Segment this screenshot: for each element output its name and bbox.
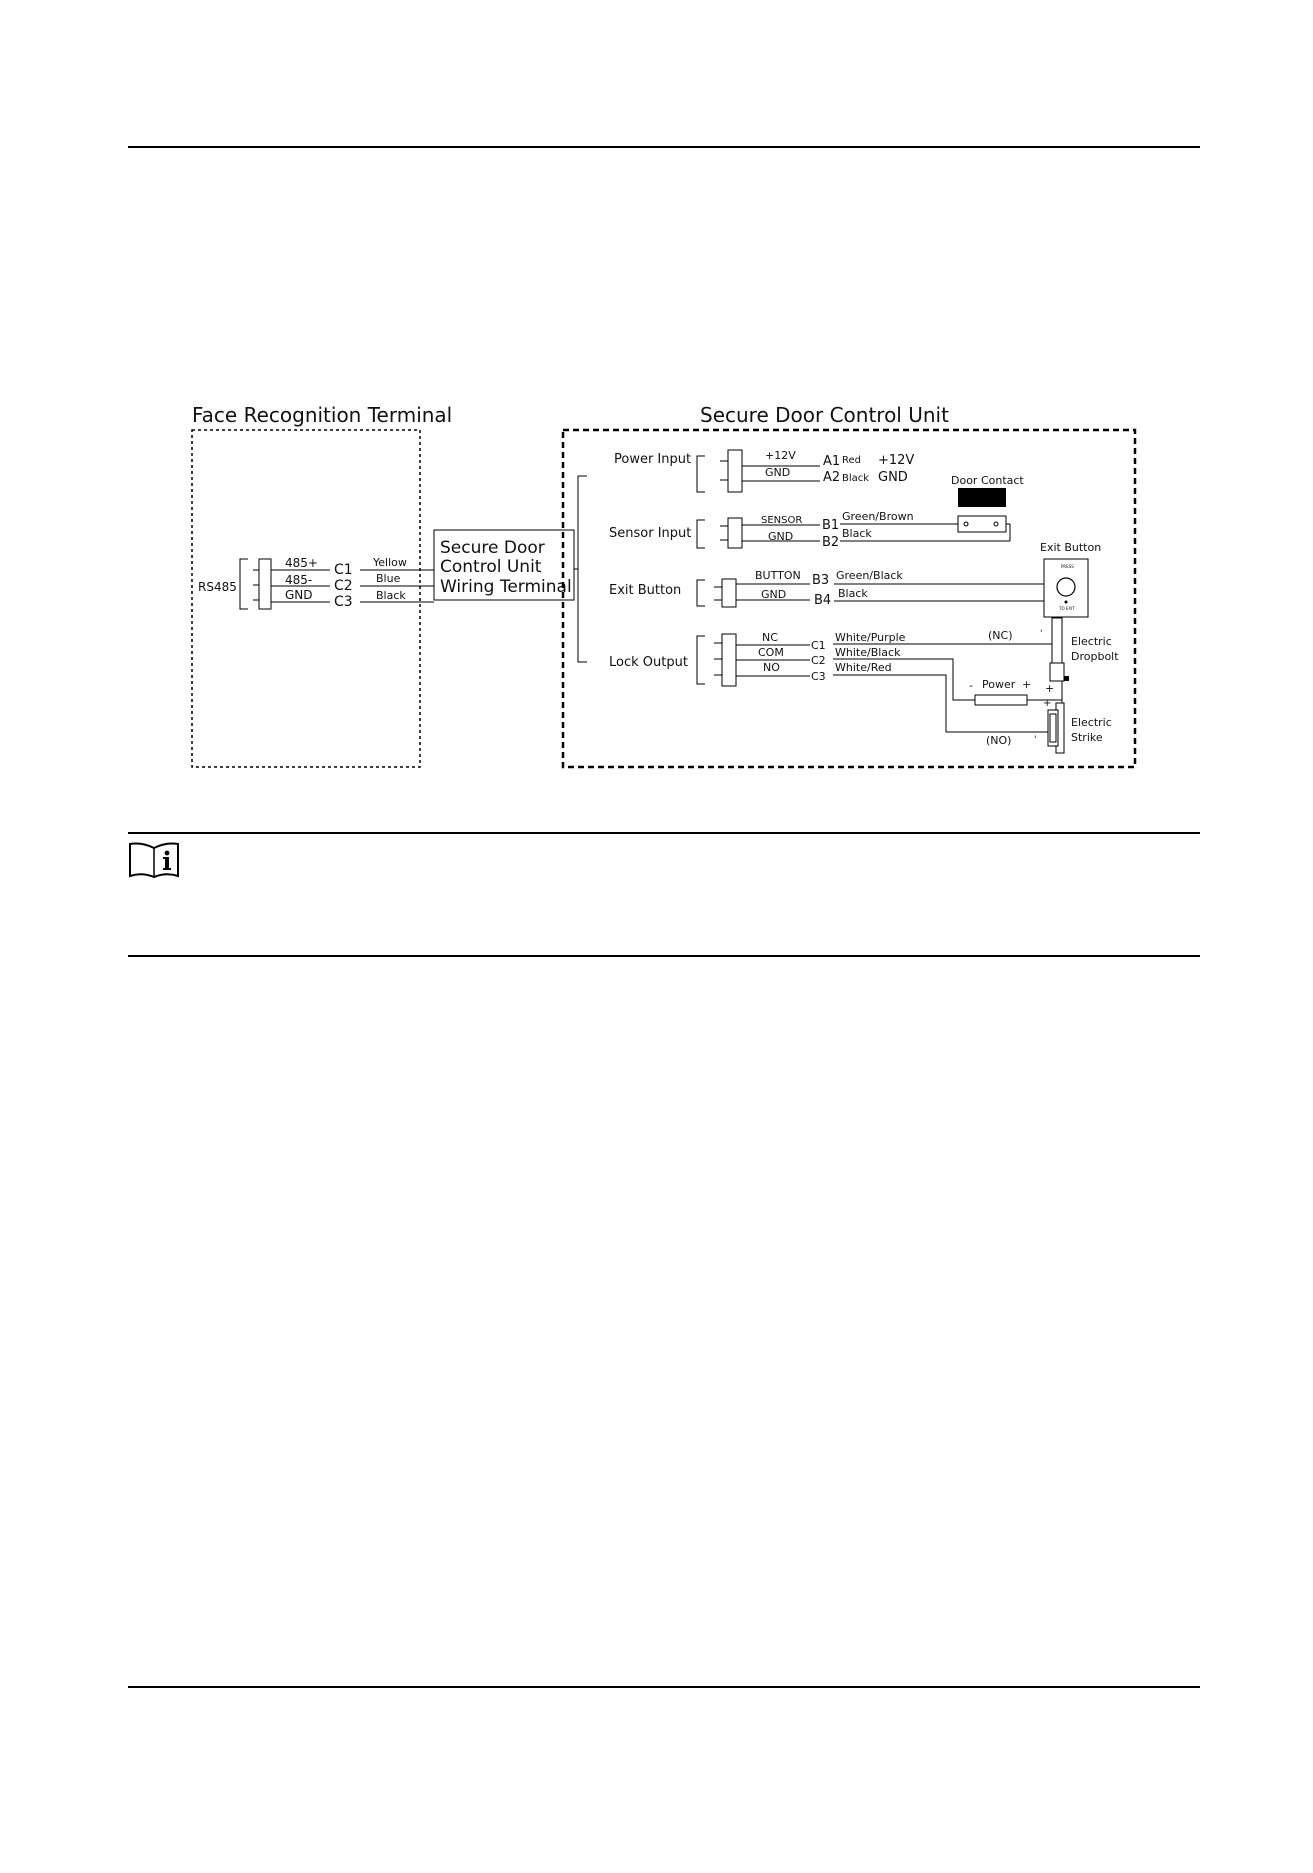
supply-12v: +12V [878,453,914,468]
port-lock-c1: C1 [811,639,826,652]
wiring-terminal-line1: Secure Door [440,538,545,558]
door-contact-label: Door Contact [951,474,1024,487]
port-a2: A2 [823,470,840,485]
unit-section: Secure Door Control Unit Power Input +12… [561,403,1137,769]
port-a1: A1 [823,454,840,469]
wiring-terminal-box: Secure Door Control Unit Wiring Terminal [433,529,575,601]
exit-button-device-label: Exit Button [1040,541,1101,554]
unit-title: Secure Door Control Unit [700,403,949,427]
info-book-icon [129,842,179,878]
note-top-rule [128,832,1200,834]
port-b4: B4 [814,593,831,608]
door-contact-switch [957,515,1007,533]
port-c3: C3 [334,594,353,610]
wire-exit-black: Black [838,587,868,600]
svg-text:': ' [1034,735,1036,745]
wire-white-black: White/Black [835,646,901,659]
pin-gnd: GND [285,588,313,602]
exit-button-device [1043,558,1089,618]
rs485-label: RS485 [198,580,237,594]
power-input-label: Power Input [614,452,691,467]
no-label: (NO) [986,734,1011,747]
terminal-boundary [191,429,421,768]
wire-white-purple: White/Purple [835,631,906,644]
pin-button-gnd: GND [761,588,786,601]
svg-text:+: + [1045,682,1054,695]
pin-button: BUTTON [755,569,801,582]
sensor-input-label: Sensor Input [609,526,691,541]
port-b1: B1 [822,518,839,533]
footer-rule [128,1686,1200,1688]
power-label: Power [982,678,1016,691]
wire-white-red: White/Red [835,661,892,674]
wiring-terminal-line3: Wiring Terminal [440,577,572,597]
pin-sensor-gnd: GND [768,530,793,543]
wire-sensor-black: Black [842,527,872,540]
terminal-title: Face Recognition Terminal [192,403,452,427]
pin-12v: +12V [765,449,796,462]
note-bottom-rule [128,955,1200,957]
pin-no: NO [763,661,780,674]
port-b3: B3 [812,573,829,588]
unit-bracket [577,475,587,663]
wire-black: Black [376,589,406,602]
pin-sensor: SENSOR [761,515,802,526]
port-c2: C2 [334,578,353,594]
strike-label-1: Electric [1071,716,1112,729]
rs485-bracket [239,558,248,610]
strike-label-2: Strike [1071,731,1103,744]
port-lock-c2: C2 [811,654,826,667]
power-minus: - [969,679,973,692]
svg-text:+: + [1043,698,1051,709]
wire-yellow: Yellow [372,556,407,569]
exit-button-knob [1056,577,1076,597]
wire-green-black: Green/Black [836,569,903,582]
exit-button-press: PRESS [1061,564,1074,569]
terminal-section: Face Recognition Terminal RS485 485+ 485… [191,403,452,768]
terminal-block [258,558,272,610]
exit-button-label: Exit Button [609,583,681,598]
port-c1: C1 [334,562,353,578]
port-lock-c3: C3 [811,670,826,683]
pin-485p: 485+ [285,556,318,570]
pin-power-gnd: GND [765,466,790,479]
header-rule [128,146,1200,148]
dropbolt-label-1: Electric [1071,635,1112,648]
power-plus: + [1022,678,1031,691]
wire-red: Red [842,455,861,466]
door-contact-magnet [958,488,1006,507]
pin-485m: 485- [285,573,312,587]
unit-boundary [561,428,1137,769]
dropbolt-label-2: Dropbolt [1071,650,1119,663]
pin-nc: NC [762,631,778,644]
wiring-terminal-line2: Control Unit [440,557,542,577]
port-b2: B2 [822,535,839,550]
exit-button-to-exit: TO EXIT [1058,606,1075,611]
lock-output-label: Lock Output [609,655,688,670]
pin-com: COM [758,646,784,659]
supply-gnd: GND [878,470,908,485]
svg-text:': ' [1040,629,1042,639]
wire-power-black: Black [842,473,869,484]
nc-label: (NC) [988,629,1013,642]
wire-blue: Blue [376,572,401,585]
wire-green-brown: Green/Brown [842,510,914,523]
